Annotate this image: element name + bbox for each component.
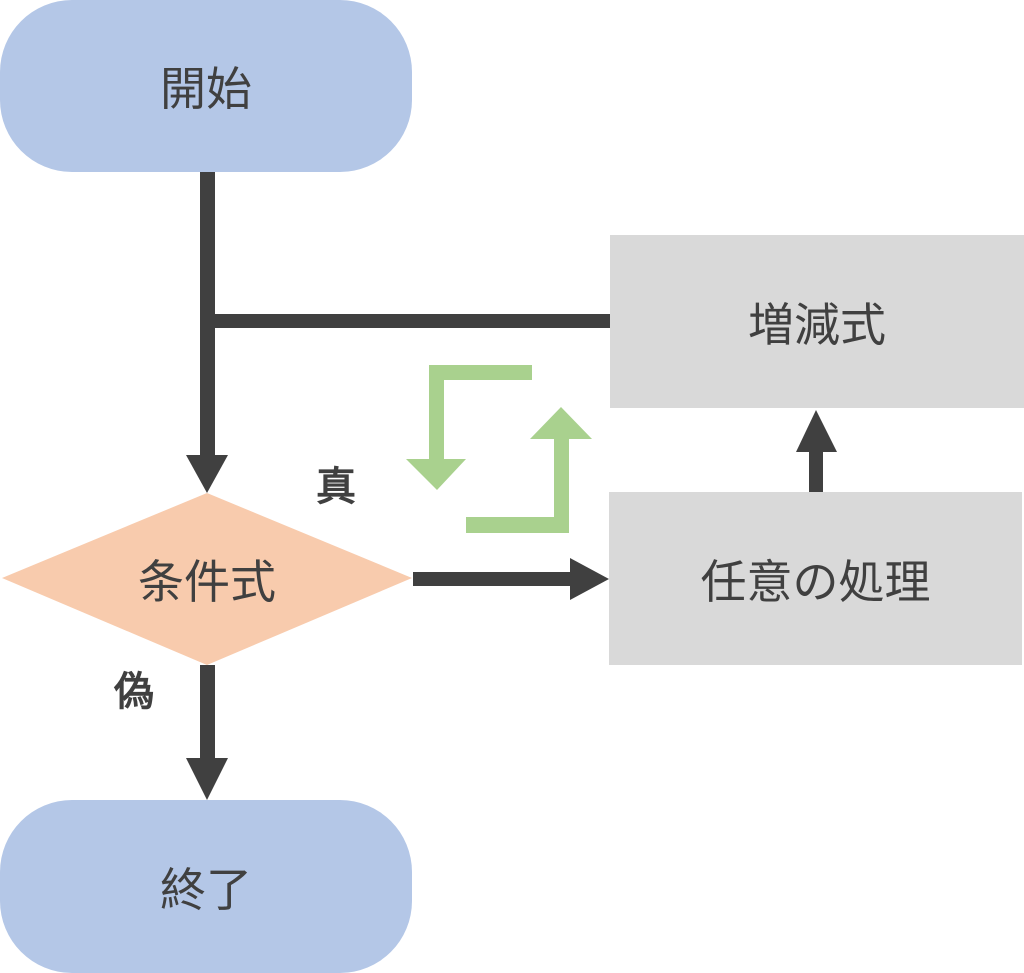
connector-increment-return xyxy=(200,314,610,328)
start-node: 開始 xyxy=(0,0,412,172)
arrowhead-into-end xyxy=(186,758,228,800)
false-label-text: 偽 xyxy=(114,669,154,715)
end-node-shape xyxy=(0,800,412,973)
loop-arrow-down xyxy=(406,365,532,490)
start-node-shape xyxy=(0,0,412,172)
start-label: 開始 xyxy=(160,62,252,116)
true-branch-label: 真 xyxy=(300,455,372,511)
increment-node-shape xyxy=(610,235,1024,408)
false-branch-label: 偽 xyxy=(98,660,170,716)
increment-label: 増減式 xyxy=(748,297,886,352)
process-node: 任意の処理 xyxy=(609,492,1022,665)
process-node-shape xyxy=(609,492,1022,665)
end-label: 終了 xyxy=(160,862,252,917)
arrowhead-into-increment xyxy=(796,410,837,452)
condition-node-shape xyxy=(2,493,412,665)
loop-arrow-up xyxy=(466,407,592,533)
condition-node: 条件式 xyxy=(2,493,412,665)
true-label-text: 真 xyxy=(316,464,356,510)
process-label: 任意の処理 xyxy=(700,554,931,609)
arrowhead-into-process xyxy=(570,558,609,600)
connector-condition-to-process xyxy=(413,572,573,586)
loop-arrows-icon xyxy=(406,365,592,533)
condition-label: 条件式 xyxy=(138,555,276,609)
end-node: 終了 xyxy=(0,800,412,973)
connector-process-to-increment xyxy=(809,450,823,492)
arrowhead-into-condition xyxy=(186,455,228,493)
increment-node: 増減式 xyxy=(610,235,1024,408)
connector-condition-to-end xyxy=(200,665,215,760)
